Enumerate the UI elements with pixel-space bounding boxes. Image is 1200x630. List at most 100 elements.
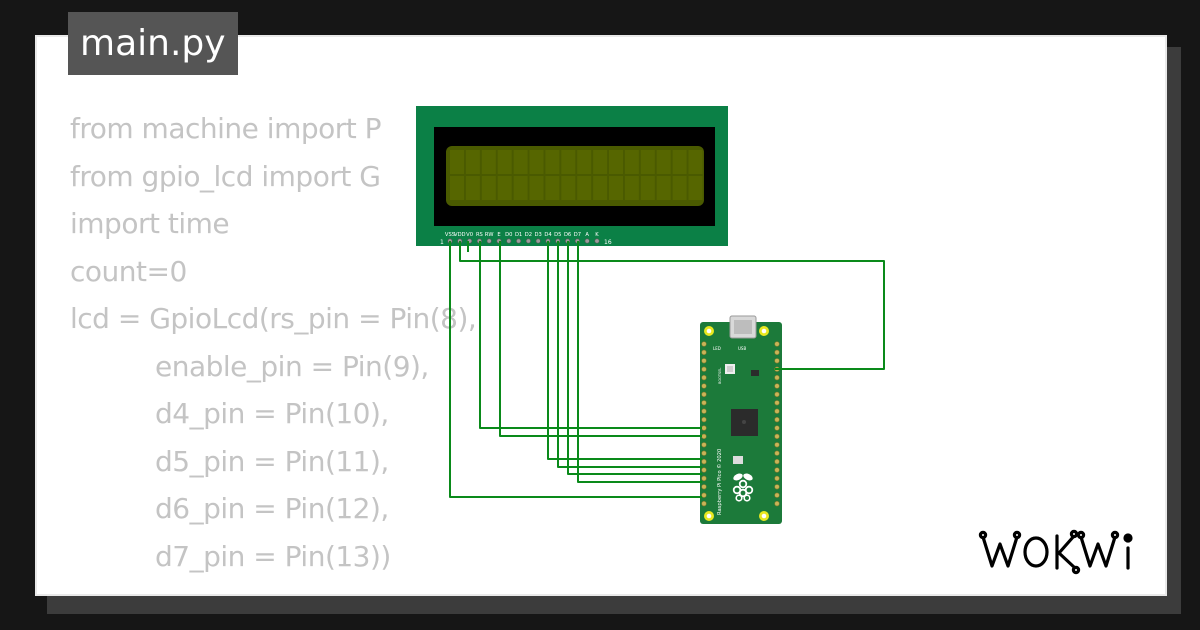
wire-d7-gp13[interactable] xyxy=(577,241,702,483)
lcd-char-cell xyxy=(561,150,576,174)
led-label: LED xyxy=(713,346,721,351)
lcd-pin[interactable] xyxy=(516,238,522,244)
wire-vss-gnd[interactable] xyxy=(449,241,702,498)
code-line: d4_pin = Pin(10), xyxy=(155,397,389,430)
pico-pin[interactable] xyxy=(701,417,707,423)
lcd-char-cell xyxy=(497,176,512,200)
code-line: enable_pin = Pin(9), xyxy=(155,349,429,383)
lcd-pin-label: V0 xyxy=(466,232,473,238)
lcd-pin[interactable] xyxy=(584,238,590,244)
lcd-char-cell xyxy=(513,150,528,174)
wires xyxy=(449,241,885,498)
lcd-pin-label: D7 xyxy=(574,232,581,238)
pico-pin[interactable] xyxy=(774,358,780,364)
wire-e-gp9[interactable] xyxy=(499,241,702,437)
pico-pin[interactable] xyxy=(774,400,780,406)
lcd-pin[interactable] xyxy=(594,238,600,244)
raspberry-pi-pico[interactable]: LED USB BOOTSEL Raspberry Pi Pico © 2020 xyxy=(700,315,782,524)
pico-pin[interactable] xyxy=(701,358,707,364)
code-line: d7_pin = Pin(13)) xyxy=(155,539,391,573)
lcd-char-cell xyxy=(545,176,560,200)
pico-pin[interactable] xyxy=(774,349,780,356)
wire-d4-gp10[interactable] xyxy=(547,241,702,460)
pico-pin[interactable] xyxy=(774,459,780,465)
pico-pin[interactable] xyxy=(701,484,707,490)
flash-chip xyxy=(751,370,759,376)
code-line: d5_pin = Pin(11), xyxy=(155,444,389,478)
pico-pin[interactable] xyxy=(774,501,780,507)
bootsel-label: BOOTSEL xyxy=(718,368,722,384)
pico-pin[interactable] xyxy=(701,375,707,381)
pico-pin[interactable] xyxy=(774,450,780,456)
lcd-char-cell xyxy=(624,150,639,174)
lcd-pin-label: RW xyxy=(485,232,494,238)
pico-pin[interactable] xyxy=(774,475,780,482)
pico-pin[interactable] xyxy=(701,475,707,482)
lcd-char-cell xyxy=(593,176,608,200)
lcd-pin[interactable] xyxy=(525,238,531,244)
lcd-char-cell xyxy=(640,150,655,174)
wire-rs-gp8[interactable] xyxy=(479,241,702,429)
pico-pin[interactable] xyxy=(701,501,707,507)
lcd-pin-label: D5 xyxy=(554,232,561,238)
lcd-char-cell xyxy=(497,150,512,174)
lcd-char-cell xyxy=(609,150,623,174)
pico-pin[interactable] xyxy=(701,366,707,372)
pico-pin[interactable] xyxy=(774,467,780,473)
code-line: from machine import P xyxy=(70,112,382,145)
crystal xyxy=(733,456,743,464)
lcd-char-cell xyxy=(450,176,464,200)
file-tab-main-py[interactable]: main.py xyxy=(68,12,238,75)
lcd-pin-label: D3 xyxy=(535,232,542,238)
lcd-char-cell xyxy=(481,150,496,174)
lcd-char-cell xyxy=(529,176,544,200)
pico-pin[interactable] xyxy=(701,467,707,473)
pico-pin[interactable] xyxy=(774,442,780,448)
lcd-pin[interactable] xyxy=(506,238,512,244)
lcd-pin[interactable] xyxy=(535,238,541,244)
pico-pin[interactable] xyxy=(701,383,707,389)
pico-pin[interactable] xyxy=(774,484,780,490)
pico-pin[interactable] xyxy=(774,425,780,431)
lcd-character-grid xyxy=(450,150,703,200)
pico-pin[interactable] xyxy=(774,492,780,498)
lcd-char-cell xyxy=(545,150,560,174)
wire-d5-gp11[interactable] xyxy=(557,241,702,468)
lcd-char-cell xyxy=(529,150,544,174)
wokwi-logo xyxy=(978,529,1133,575)
pico-pin[interactable] xyxy=(701,349,707,356)
pico-pin[interactable] xyxy=(701,433,707,440)
lcd-char-cell xyxy=(672,176,687,200)
wire-vdd-vbus[interactable] xyxy=(459,241,885,370)
pico-pin[interactable] xyxy=(701,459,707,465)
pico-pin[interactable] xyxy=(701,442,707,448)
lcd-pin-label: VDD xyxy=(454,232,466,238)
wire-d6-gp12[interactable] xyxy=(567,241,702,475)
lcd-char-cell xyxy=(624,176,639,200)
lcd-char-cell xyxy=(561,176,576,200)
code-line: lcd = GpioLcd(rs_pin = Pin(8), xyxy=(70,302,477,335)
lcd-char-cell xyxy=(688,150,703,174)
lcd-pin-label: VSS xyxy=(445,232,455,238)
lcd-char-cell xyxy=(672,150,687,174)
pico-pin[interactable] xyxy=(701,425,707,431)
pico-pin[interactable] xyxy=(774,375,780,381)
lcd-char-cell xyxy=(481,176,496,200)
pico-pin[interactable] xyxy=(774,391,780,398)
usb-port-inner xyxy=(734,320,752,334)
pico-pin[interactable] xyxy=(774,383,780,389)
lcd-char-cell xyxy=(577,150,592,174)
lcd-pin[interactable] xyxy=(486,238,492,244)
pico-pin[interactable] xyxy=(701,400,707,406)
pico-pin[interactable] xyxy=(701,450,707,456)
pico-pin[interactable] xyxy=(701,391,707,398)
pico-pin[interactable] xyxy=(701,408,707,414)
pico-pin[interactable] xyxy=(774,408,780,414)
pico-pin[interactable] xyxy=(701,341,707,347)
pico-pin[interactable] xyxy=(701,492,707,498)
pico-pin[interactable] xyxy=(774,417,780,423)
lcd-char-cell xyxy=(513,176,528,200)
pico-pin[interactable] xyxy=(774,433,780,440)
pico-pin[interactable] xyxy=(774,341,780,347)
